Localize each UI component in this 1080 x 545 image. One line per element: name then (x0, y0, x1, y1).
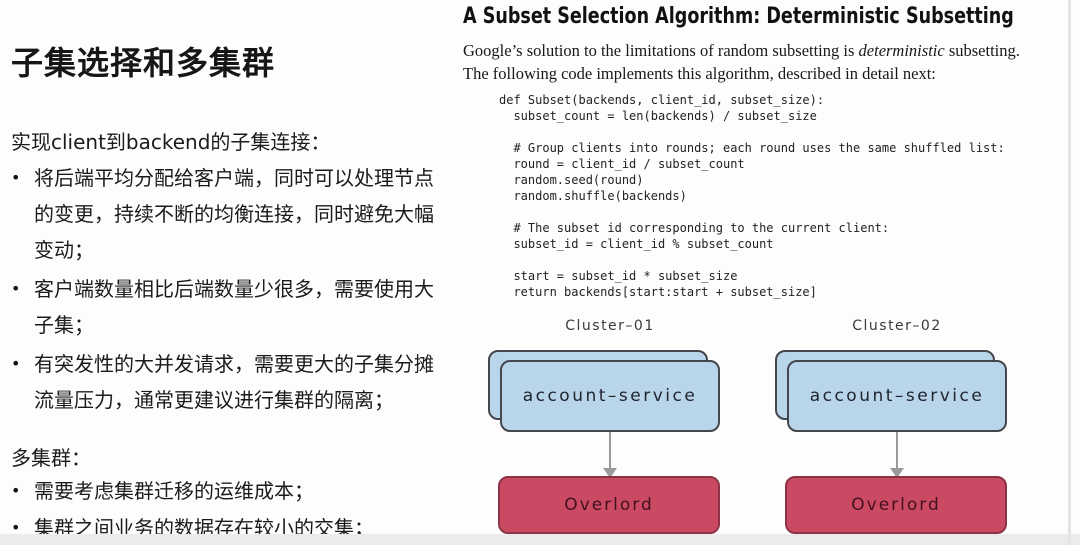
bullet-item: • 有突发性的大并发请求，需要更大的子集分摊流量压力，通常更建议进行集群的隔离； (11, 346, 446, 418)
service-card: account–service (787, 360, 1007, 432)
intro-line-2: The following code implements this algor… (463, 63, 936, 83)
bullet-item: • 将后端平均分配给客户端，同时可以处理节点的变更，持续不断的均衡连接，同时避免… (11, 160, 446, 268)
overlord-label: Overlord (851, 495, 941, 515)
service-card: account–service (500, 360, 720, 432)
service-card-label: account–service (522, 386, 698, 406)
overlord-label: Overlord (564, 495, 654, 515)
arrow-line (896, 432, 898, 468)
overlord-box: Overlord (785, 476, 1007, 534)
cluster-01-figure: Cluster–01 account–service Overlord (487, 318, 722, 545)
left-bullet-list: • 将后端平均分配给客户端，同时可以处理节点的变更，持续不断的均衡连接，同时避免… (11, 160, 446, 421)
cluster-01-label: Cluster–01 (565, 318, 655, 334)
intro-line-1-italic: deterministic (858, 41, 945, 60)
overlord-box: Overlord (498, 476, 720, 534)
cluster-02-figure: Cluster–02 account–service Overlord (774, 318, 1009, 545)
arrow-line (609, 432, 611, 468)
bullet-marker: • (11, 481, 21, 500)
bullet-item: • 需要考虑集群迁移的运维成本； (11, 474, 446, 508)
intro-line-1-pre: Google’s solution to the limitations of … (463, 41, 859, 60)
bullet-marker: • (11, 168, 21, 187)
section-heading-text: A Subset Selection Algorithm: Determinis… (463, 3, 1014, 29)
left-subheading: 多集群： (11, 446, 91, 470)
bullet-marker: • (11, 279, 21, 298)
cluster-02-label: Cluster–02 (852, 318, 942, 334)
bullet-text: 需要考虑集群迁移的运维成本； (34, 479, 314, 503)
intro-line-1-post: subsetting. (944, 41, 1020, 60)
bullet-marker: • (11, 518, 21, 537)
section-heading: A Subset Selection Algorithm: Determinis… (463, 3, 1080, 29)
left-intro: 实现client到backend的子集连接： (11, 130, 331, 154)
bullet-text: 有突发性的大并发请求，需要更大的子集分摊流量压力，通常更建议进行集群的隔离； (34, 352, 434, 412)
section-intro: Google’s solution to the limitations of … (463, 40, 1020, 85)
bullet-text: 客户端数量相比后端数量少很多，需要使用大子集； (34, 277, 434, 337)
left-title: 子集选择和多集群 (11, 44, 276, 82)
code-block: def Subset(backends, client_id, subset_s… (499, 93, 1005, 299)
bottom-edge-strip (0, 534, 1080, 545)
bullet-marker: • (11, 354, 21, 373)
right-edge-line (1068, 0, 1071, 545)
arrow-down-icon (890, 468, 904, 478)
service-card-label: account–service (809, 386, 985, 406)
bullet-text: 将后端平均分配给客户端，同时可以处理节点的变更，持续不断的均衡连接，同时避免大幅… (34, 166, 434, 262)
bullet-item: • 客户端数量相比后端数量少很多，需要使用大子集； (11, 271, 446, 343)
arrow-down-icon (603, 468, 617, 478)
intro-line-1: Google’s solution to the limitations of … (463, 40, 1020, 63)
